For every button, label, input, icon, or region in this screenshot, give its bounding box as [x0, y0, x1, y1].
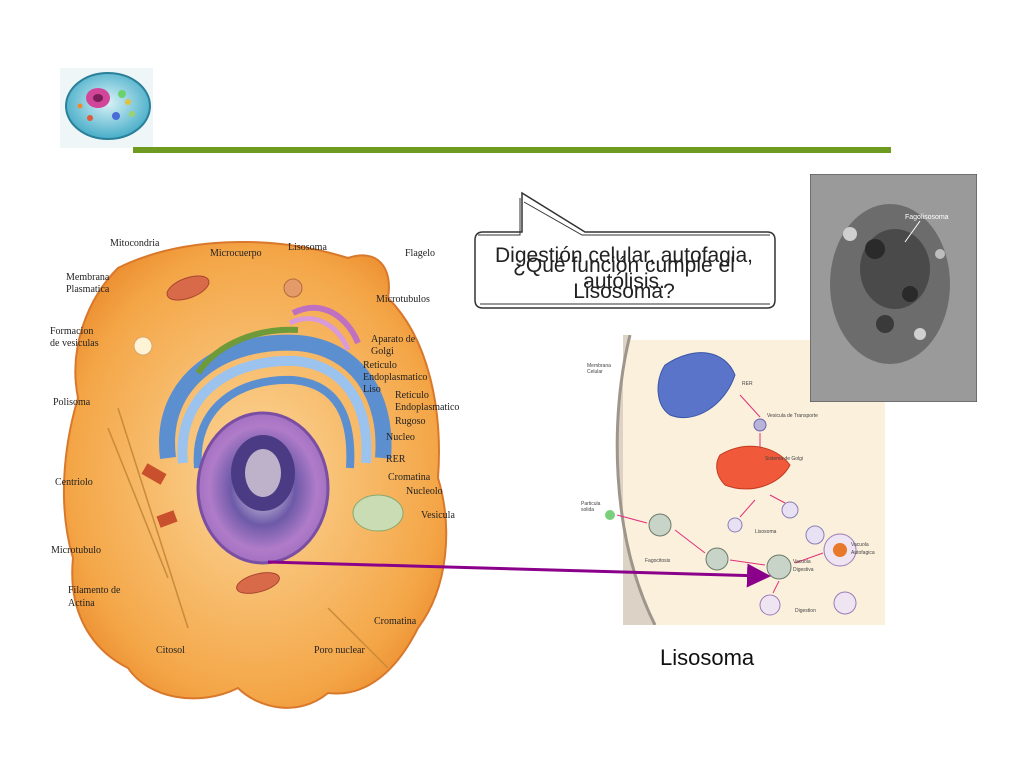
- label-nucleo: Nucleo: [386, 432, 415, 443]
- label-membrana-2: Plasmatica: [66, 284, 110, 295]
- label-cromatina-top: Cromatina: [388, 472, 431, 483]
- label-reticulo-liso-3: Liso: [363, 384, 381, 395]
- label-formacion-2: de vesiculas: [50, 338, 99, 349]
- callout-question: ¿Qué función cumple el Lisosoma?: [513, 254, 735, 303]
- callout-answer: Digestión celular, autofagia, autólisis.: [495, 244, 753, 293]
- label-flagelo: Flagelo: [405, 248, 435, 259]
- phagolysosome-micrograph: Fagolisosoma: [809, 173, 978, 403]
- header-accent-line: [133, 147, 891, 153]
- cell-logo-image: [60, 68, 153, 148]
- label-reticulo-liso-2: Endoplasmatico: [363, 372, 427, 383]
- micrograph-label: Fagolisosoma: [905, 214, 949, 221]
- lys-label-rer: RER: [742, 381, 753, 387]
- label-nucleolo: Nucleolo: [406, 486, 443, 497]
- label-microtubulos: Microtubulos: [376, 294, 430, 305]
- lys-label-vesicula-transporte: Vesicula de Transporte: [767, 413, 818, 419]
- label-membrana-1: Membrana: [66, 272, 110, 283]
- label-rer: RER: [386, 454, 406, 465]
- callout-bubble: [470, 190, 780, 315]
- lys-label-particula-1: Particula: [581, 501, 601, 507]
- label-aparato-1: Aparato de: [371, 334, 416, 345]
- label-filamento-2: Actina: [68, 598, 95, 609]
- label-reticulo-rugoso-2: Endoplasmatico: [395, 402, 459, 413]
- label-aparato-2: Golgi: [371, 346, 394, 357]
- lys-label-membrana-1: Membrana: [587, 363, 611, 369]
- label-vesicula: Vesicula: [421, 510, 455, 521]
- lys-label-vacuola-digestiva-2: Digestiva: [793, 567, 814, 573]
- label-formacion-1: Formacion: [50, 326, 93, 337]
- label-polisoma: Polisoma: [53, 397, 91, 408]
- label-filamento-1: Filamento de: [68, 585, 121, 596]
- label-centriolo: Centriolo: [55, 477, 93, 488]
- label-microtubulo: Microtubulo: [51, 545, 101, 556]
- lys-label-vacuola-autofagica-1: Vacuola: [851, 542, 869, 548]
- lys-label-vacuola-digestiva-1: Vacuola: [793, 559, 811, 565]
- label-lisosoma: Lisosoma: [288, 242, 327, 253]
- lys-label-sistema-golgi: Sistema de Golgi: [765, 456, 803, 462]
- label-reticulo-rugoso-1: Reticulo: [395, 390, 429, 401]
- label-microcuerpo: Microcuerpo: [210, 248, 262, 259]
- lys-label-membrana-2: Celular: [587, 369, 603, 375]
- lys-label-vacuola-autofagica-2: Autofagica: [851, 550, 875, 556]
- lys-label-lisosoma: Lisosoma: [755, 529, 777, 535]
- label-cromatina-bottom: Cromatina: [374, 616, 417, 627]
- lys-label-fagocitosis: Fagocitosis: [645, 558, 671, 564]
- label-citosol: Citosol: [156, 645, 185, 656]
- animal-cell-diagram: Mitocondria Microcuerpo Lisosoma Flagelo…: [48, 228, 468, 718]
- label-poro-nuclear: Poro nuclear: [314, 645, 365, 656]
- label-reticulo-rugoso-3: Rugoso: [395, 416, 426, 427]
- label-reticulo-liso-1: Reticulo: [363, 360, 397, 371]
- lisosoma-caption: Lisosoma: [660, 645, 755, 670]
- lys-label-particula-2: solida: [581, 507, 594, 513]
- label-mitocondria: Mitocondria: [110, 238, 160, 249]
- lys-label-digestion: Digestion: [795, 608, 816, 614]
